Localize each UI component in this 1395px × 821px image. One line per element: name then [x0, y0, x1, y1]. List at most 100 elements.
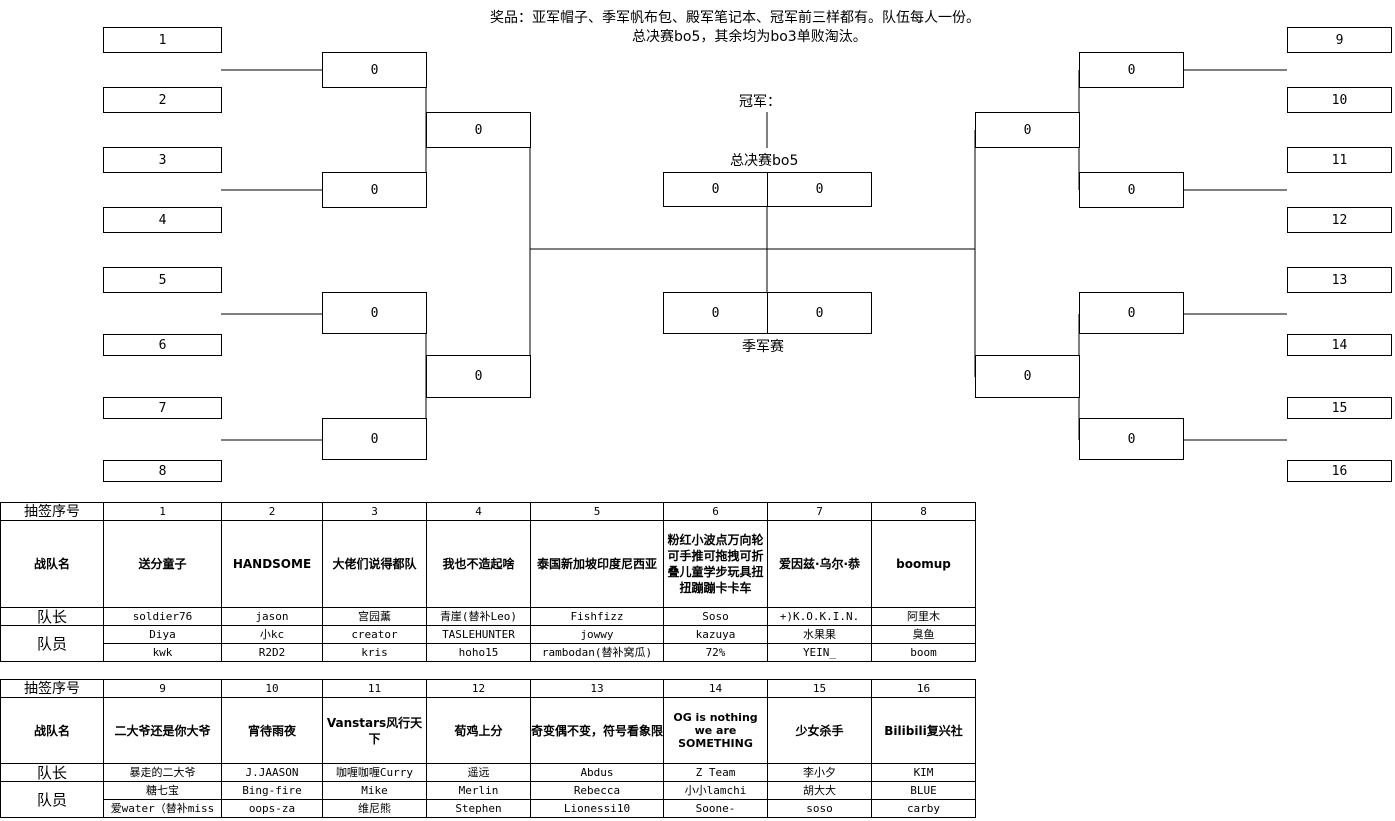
final-score-box: 0 — [767, 172, 872, 207]
draw-number-header: 抽签序号 — [0, 679, 104, 698]
draw-number: 2 — [221, 502, 323, 521]
seed-slot: 9 — [1287, 27, 1392, 53]
team-name: Vanstars风行天下 — [322, 697, 427, 764]
draw-number: 15 — [767, 679, 872, 698]
member-name: oops-za — [221, 799, 323, 818]
draw-number: 1 — [103, 502, 222, 521]
member-name: 糖七宝 — [103, 781, 222, 800]
score-box: 0 — [426, 355, 531, 398]
captain-header: 队长 — [0, 763, 104, 782]
draw-number: 4 — [426, 502, 531, 521]
third-score-box: 0 — [767, 292, 872, 334]
seed-slot: 16 — [1287, 460, 1392, 482]
draw-number: 7 — [767, 502, 872, 521]
captain-name: Abdus — [530, 763, 664, 782]
team-name: 粉红小波点万向轮可手推可拖拽可折叠儿童学步玩具扭扭蹦蹦卡卡车 — [663, 520, 768, 608]
member-name: kwk — [103, 643, 222, 662]
member-name: kazuya — [663, 625, 768, 644]
team-name: 爱因兹·乌尔·恭 — [767, 520, 872, 608]
member-name: Merlin — [426, 781, 531, 800]
score-box: 0 — [975, 355, 1080, 398]
score-box: 0 — [1079, 292, 1184, 334]
seed-slot: 15 — [1287, 397, 1392, 419]
member-name: jowwy — [530, 625, 664, 644]
members-header: 队员 — [0, 625, 104, 662]
member-name: 爱water（替补miss — [103, 799, 222, 818]
team-name-header: 战队名 — [0, 697, 104, 764]
draw-number: 5 — [530, 502, 664, 521]
team-name: 我也不造起啥 — [426, 520, 531, 608]
seed-slot: 12 — [1287, 207, 1392, 233]
member-name: 胡大大 — [767, 781, 872, 800]
member-name: BLUE — [871, 781, 976, 800]
member-name: Diya — [103, 625, 222, 644]
seed-slot: 10 — [1287, 87, 1392, 113]
seed-slot: 13 — [1287, 267, 1392, 293]
score-box: 0 — [426, 112, 531, 148]
third-place-label: 季军赛 — [742, 339, 784, 355]
draw-number-header: 抽签序号 — [0, 502, 104, 521]
member-name: Mike — [322, 781, 427, 800]
member-name: carby — [871, 799, 976, 818]
member-name: hoho15 — [426, 643, 531, 662]
score-box: 0 — [322, 418, 427, 460]
prize-notice: 奖品：亚军帽子、季军帆布包、殿军笔记本、冠军前三样都有。队伍每人一份。 — [490, 10, 980, 26]
seed-slot: 7 — [103, 397, 222, 419]
member-name: YEIN_ — [767, 643, 872, 662]
seed-slot: 8 — [103, 460, 222, 482]
member-name: 水果果 — [767, 625, 872, 644]
team-name-header: 战队名 — [0, 520, 104, 608]
score-box: 0 — [1079, 418, 1184, 460]
roster-table: 抽签序号 1 2 3 4 5 6 7 8 战队名 送分童子 HANDSOME 大… — [0, 502, 976, 662]
score-box: 0 — [322, 292, 427, 334]
score-box: 0 — [975, 112, 1080, 148]
member-name: Lionessi10 — [530, 799, 664, 818]
third-score-box: 0 — [663, 292, 768, 334]
seed-slot: 4 — [103, 207, 222, 233]
team-name: HANDSOME — [221, 520, 323, 608]
team-name: 送分童子 — [103, 520, 222, 608]
member-name: creator — [322, 625, 427, 644]
team-name: boomup — [871, 520, 976, 608]
score-box: 0 — [1079, 52, 1184, 88]
captain-name: Fishfizz — [530, 607, 664, 626]
draw-number: 14 — [663, 679, 768, 698]
final-label: 总决赛bo5 — [730, 153, 799, 169]
seed-slot: 5 — [103, 267, 222, 293]
team-name: 大佬们说得都队 — [322, 520, 427, 608]
score-box: 0 — [322, 52, 427, 88]
score-box: 0 — [322, 172, 427, 208]
member-name: kris — [322, 643, 427, 662]
captain-name: jason — [221, 607, 323, 626]
draw-number: 8 — [871, 502, 976, 521]
seed-slot: 1 — [103, 27, 222, 53]
seed-slot: 2 — [103, 87, 222, 113]
member-name: 小小lamchi — [663, 781, 768, 800]
draw-number: 3 — [322, 502, 427, 521]
member-name: 72% — [663, 643, 768, 662]
captain-name: Z Team — [663, 763, 768, 782]
member-name: TASLEHUNTER — [426, 625, 531, 644]
seed-slot: 3 — [103, 147, 222, 173]
captain-name: 青崖(替补Leo) — [426, 607, 531, 626]
draw-number: 16 — [871, 679, 976, 698]
member-name: boom — [871, 643, 976, 662]
format-notice: 总决赛bo5，其余均为bo3单败淘汰。 — [632, 29, 867, 45]
draw-number: 13 — [530, 679, 664, 698]
member-name: Rebecca — [530, 781, 664, 800]
team-name: 二大爷还是你大爷 — [103, 697, 222, 764]
captain-header: 队长 — [0, 607, 104, 626]
seed-slot: 6 — [103, 334, 222, 356]
draw-number: 12 — [426, 679, 531, 698]
member-name: 维尼熊 — [322, 799, 427, 818]
captain-name: KIM — [871, 763, 976, 782]
captain-name: 咖喱咖喱Curry — [322, 763, 427, 782]
member-name: soso — [767, 799, 872, 818]
team-name: 宵待雨夜 — [221, 697, 323, 764]
member-name: Bing-fire — [221, 781, 323, 800]
draw-number: 9 — [103, 679, 222, 698]
champion-label: 冠军： — [739, 94, 781, 110]
member-name: R2D2 — [221, 643, 323, 662]
member-name: 小kc — [221, 625, 323, 644]
seed-slot: 11 — [1287, 147, 1392, 173]
